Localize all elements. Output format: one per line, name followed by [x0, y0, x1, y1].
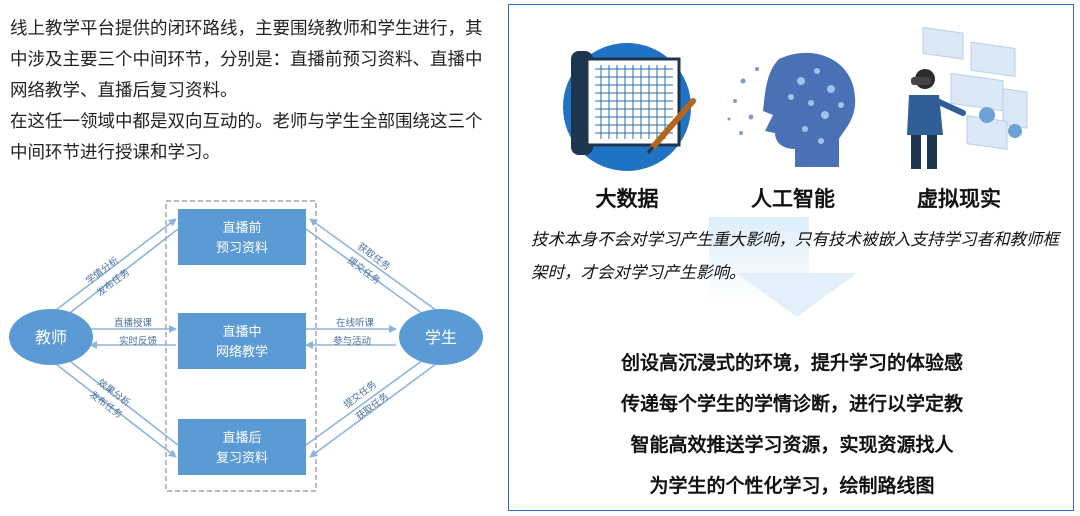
- stage-box-pre: [178, 209, 306, 265]
- stage-mid-line1: 直播中: [222, 325, 261, 340]
- benefit-item-2: 传递每个学生的学情诊断，进行以学定教: [620, 393, 963, 415]
- arrow-student-to-post: [309, 360, 441, 458]
- technology-quote: 技术本身不会对学习产生重大影响，只有技术被嵌入支持学习者和教师框架时，才会对学习…: [531, 230, 1059, 282]
- technology-panel: 大数据 人工智能 虚拟现实 技术本身不会对学习产生重大影响，只有技术被嵌入支持学…: [508, 4, 1074, 511]
- vr-illustration: [907, 26, 1028, 169]
- benefit-item-1: 创设高沉浸式的环境，提升学习的体验感: [620, 352, 963, 374]
- arrow-post-to-teacher: [61, 354, 179, 446]
- arrow-post-to-student: [305, 354, 431, 446]
- stage-box-mid: [178, 313, 306, 369]
- vr-headset-icon: [911, 77, 931, 85]
- ai-head-illustration: [727, 52, 856, 167]
- intro-text: 线上教学平台提供的闭环路线，主要围绕教师和学生进行，其中涉及主要三个中间环节，分…: [10, 14, 495, 169]
- vr-person-body-icon: [907, 95, 943, 135]
- arrow-teacher-to-pre: [51, 218, 177, 314]
- label-online-class: 在线听课: [336, 317, 375, 329]
- label-join-activity: 参与活动: [333, 335, 371, 347]
- tech-label-ai: 人工智能: [751, 187, 835, 211]
- arrow-pre-to-teacher: [61, 228, 179, 320]
- down-arrow-shape: [737, 273, 857, 317]
- intro-paragraph-2: 在这任一领域中都是双向互动的。老师与学生全部围绕这三个中间环节进行授课和学习。: [10, 112, 483, 163]
- benefit-item-4: 为学生的个性化学习，绘制路线图: [649, 475, 935, 497]
- stage-box-post: [178, 419, 306, 475]
- closed-loop-diagram: 教师 学生 直播前 预习资料 直播中 网络教学 直播后 复习资料 学情分析 发布…: [9, 200, 483, 492]
- stage-pre-line2: 预习资料: [216, 241, 268, 256]
- teacher-label: 教师: [35, 328, 67, 347]
- student-label: 学生: [425, 328, 457, 347]
- stage-post-line1: 直播后: [222, 431, 261, 446]
- stage-pre-line1: 直播前: [222, 220, 261, 236]
- teacher-node: [9, 309, 93, 365]
- vr-contact-icon: [979, 107, 995, 123]
- teacher-links: [51, 218, 179, 458]
- tech-label-vr: 虚拟现实: [917, 187, 1001, 211]
- arrow-student-to-pre: [309, 218, 441, 314]
- tech-label-big-data: 大数据: [595, 187, 659, 211]
- dashed-stage-container: [165, 200, 317, 492]
- arrow-teacher-to-post: [51, 360, 177, 458]
- big-data-illustration: [563, 43, 696, 171]
- label-realtime-feedback: 实时反馈: [119, 335, 158, 347]
- intro-paragraph-1: 线上教学平台提供的闭环路线，主要围绕教师和学生进行，其中涉及主要三个中间环节，分…: [10, 19, 483, 101]
- stage-post-line2: 复习资料: [216, 451, 268, 466]
- benefit-item-3: 智能高效推送学习资源，实现资源找人: [630, 434, 954, 456]
- stage-mid-line2: 网络教学: [216, 344, 268, 360]
- label-live-teaching: 直播授课: [114, 317, 153, 329]
- pencil-icon: [650, 98, 696, 150]
- student-node: [399, 309, 483, 365]
- benefits-list: 创设高沉浸式的环境，提升学习的体验感 传递每个学生的学情诊断，进行以学定教 智能…: [509, 343, 1073, 507]
- arrow-pre-to-student: [305, 228, 431, 320]
- student-links: [305, 218, 441, 458]
- ai-head-icon: [763, 52, 856, 167]
